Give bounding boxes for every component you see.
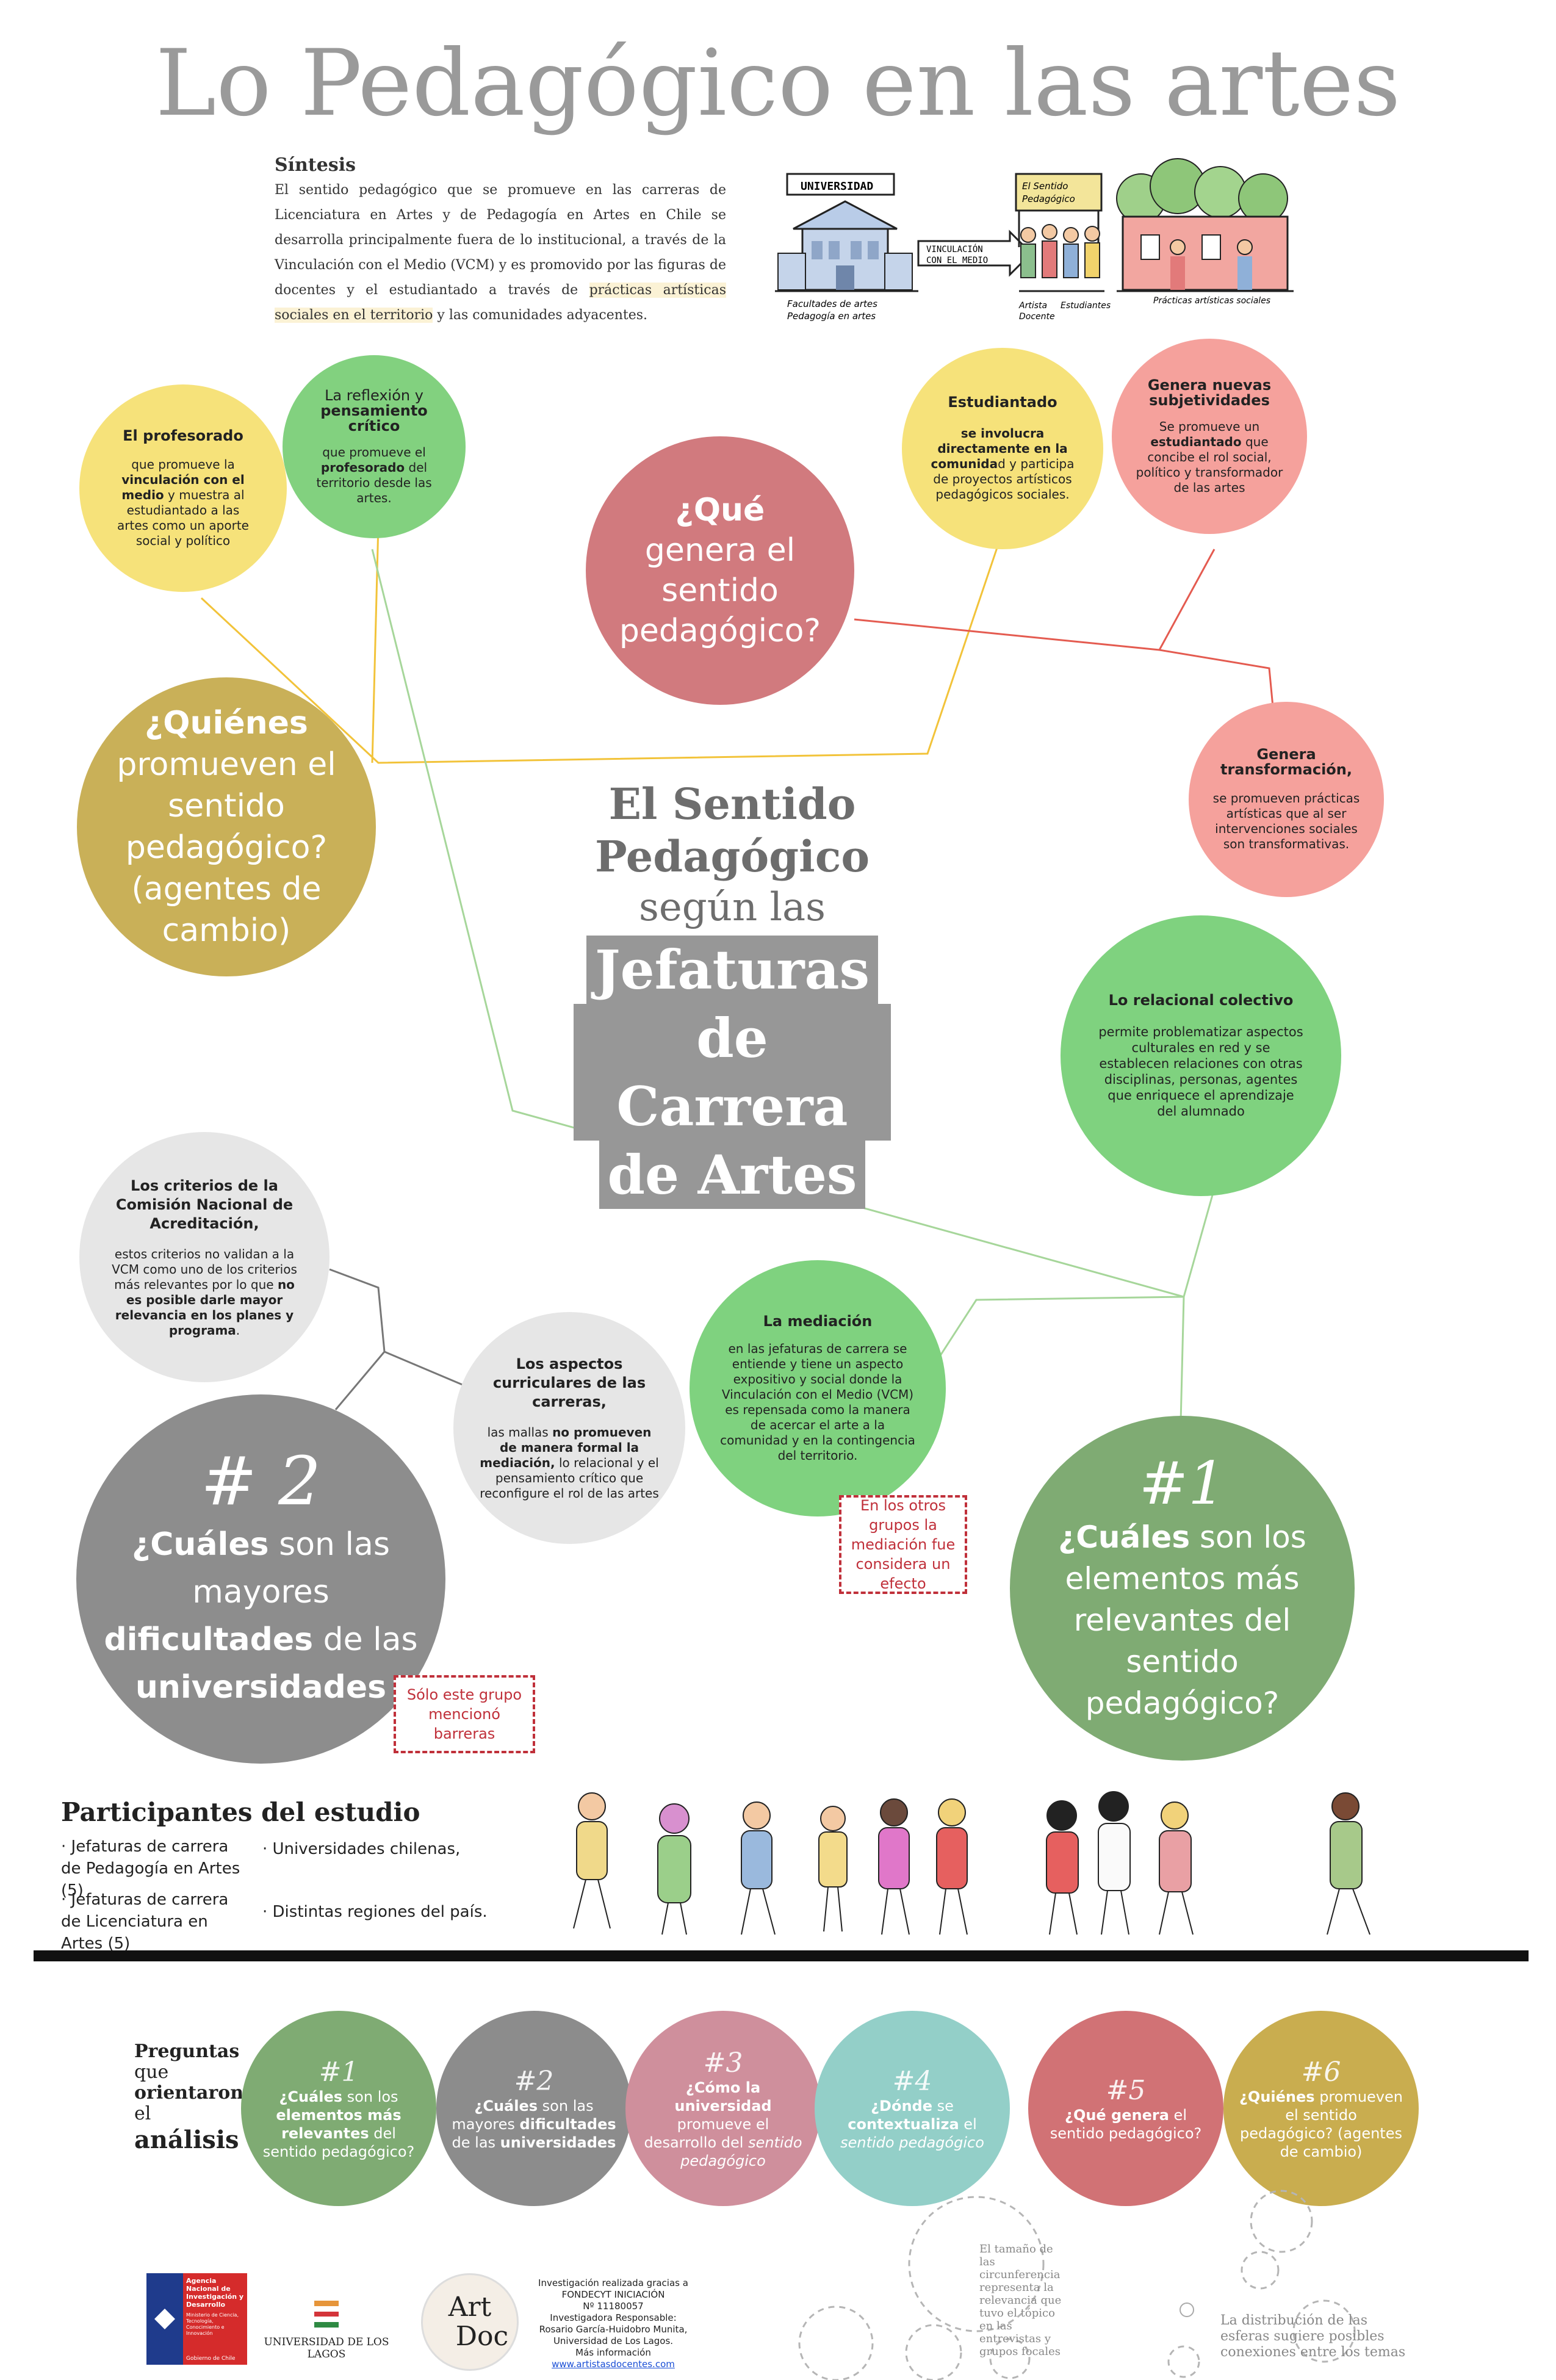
center-line-4: Jefaturas [586,936,879,1004]
circle-curriculares: Los aspectos curriculares de las carrera… [453,1312,685,1544]
people-group-icon [1019,224,1104,292]
person-icon [936,1798,968,1935]
page-title: Lo Pedagógico en las artes [155,31,1401,137]
pregunta-4: #4 ¿Dónde se contextualiza el sentido pe… [815,2011,1010,2206]
participantes-item-1: · Jefaturas de carrera de Pedagogía en A… [61,1837,240,1900]
estudiantes-label: Estudiantes [1061,301,1111,311]
center-line-1: El Sentido [608,779,856,829]
pregunta-2: #2 ¿Cuáles son las mayores dificultades … [436,2011,632,2206]
elementos-text: ¿Cuáles son los elementos más relevantes… [1058,1519,1306,1721]
circle-relacional: Lo relacional colectivo permite problema… [1061,915,1341,1196]
credits-block: Investigación realizada gracias a FONDEC… [537,2277,690,2370]
person-icon [878,1798,910,1935]
ground-line [34,1950,1529,1961]
sentido-sign-1: El Sentido [1022,181,1068,192]
center-line-2: Pedagógico [594,831,870,882]
relacional-title: Lo relacional colectivo [1108,992,1294,1009]
center-line-6: de Artes [599,1141,866,1209]
reflexion-text: que promueve el profesorado del territor… [316,444,432,505]
legend-marker-icon [1180,2302,1194,2317]
circle-que-genera: ¿Qué genera el sentido pedagógico? [586,436,854,705]
circle-transformacion: Genera transformación, se promueven prác… [1189,702,1384,897]
person-icon [1159,1801,1194,1935]
pregunta-5: #5 ¿Qué genera el sentido pedagógico? [1028,2011,1223,2206]
artista-docente-label-2: Docente [1019,312,1055,322]
participantes-item-3: · Universidades chilenas, [262,1840,461,1858]
person-icon [1046,1800,1079,1935]
legend-distribution-text: La distribución de las esferas sugiere p… [1220,2313,1406,2360]
center-line-5: de Carrera [574,1004,891,1141]
person-icon [1327,1792,1371,1935]
estudiantado-text: se involucra directamente en la comunida… [931,426,1075,502]
person-icon [1098,1791,1131,1935]
curriculares-title: Los aspectos curriculares de las carrera… [492,1355,646,1410]
person-icon [573,1792,611,1929]
note-mediacion: En los otros grupos la mediación fue con… [839,1495,967,1594]
subjetividades-text: Se promueve un estudiantado que concibe … [1136,419,1283,495]
walking-people-illustration [573,1791,1371,1935]
circle-estudiantado: Estudiantado se involucra directamente e… [902,348,1103,549]
pregunta-6: #6 ¿Quiénes promueven el sentido pedagóg… [1223,2011,1419,2206]
university-building-icon [775,173,918,292]
sintesis-block: Síntesis El sentido pedagógico que se pr… [275,153,726,328]
subjetividades-title: Genera nuevas subjetividades [1147,376,1272,409]
circle-profesorado: El profesorado que promueve la vinculaci… [79,384,287,592]
relacional-text: permite problematizar aspectos culturale… [1098,1025,1303,1119]
note-barreras: Sólo este grupo mencionó barreras [394,1675,535,1753]
profesorado-title: El profesorado [123,427,243,444]
person-icon [818,1806,848,1932]
universidad-sign: UNIVERSIDAD [801,180,873,193]
center-heading: El Sentido Pedagógico según las Jefatura… [574,778,891,1209]
sintesis-text-end: y las comunidades adyacentes. [433,308,648,323]
mediacion-title: La mediación [763,1312,873,1330]
anid-logo: Agencia Nacional de Investigación y Desa… [146,2273,247,2365]
mediacion-text: en las jefaturas de carrera se entiende … [720,1341,915,1463]
vcm-arrow-label-1: VINCULACIÓN [926,243,983,254]
legend-size-text: El tamaño de las circunferencia represen… [979,2243,1062,2358]
sintesis-heading: Síntesis [275,154,356,176]
person-icon [741,1801,776,1935]
circle-quienes: ¿Quiénes promueven el sentido pedagógico… [77,677,376,976]
elementos-number: #1 [1139,1449,1226,1518]
participantes-item-2: · Jefaturas de carrera de Licenciatura e… [61,1891,229,1953]
artista-docente-label: Artista [1018,301,1047,311]
circle-dificultades: # 2 ¿Cuáles son las mayores dificultades… [76,1394,445,1764]
que-genera-text: ¿Qué genera el sentido pedagógico? [619,492,821,649]
circle-criterios: Los criterios de la Comisión Nacional de… [79,1132,330,1382]
transformacion-text: se promueven prácticas artísticas que al… [1212,791,1360,851]
curriculares-text: las mallas no promueven de manera formal… [480,1425,659,1501]
preguntas-label: Preguntas que orientaron el análisis [134,2041,244,2155]
circle-mediacion: La mediación en las jefaturas de carrera… [690,1260,946,1516]
pregunta-3: #3 ¿Cómo la universidad promueve el desa… [625,2011,821,2206]
quienes-text: ¿Quiénes promueven el sentido pedagógico… [117,705,336,949]
person-icon [657,1803,691,1935]
credits-link[interactable]: www.artistasdocentes.com [552,2359,675,2370]
criterios-text: estos criterios no validan a la VCM como… [112,1246,297,1338]
dificultades-text: ¿Cuáles son las mayores dificultades de … [104,1526,418,1706]
profesorado-text: que promueve la vinculación con el medio… [117,456,249,548]
transformacion-title: Genera transformación, [1220,746,1352,778]
circle-subjetividades: Genera nuevas subjetividades Se promueve… [1112,339,1307,534]
center-line-3: según las [639,885,826,930]
sintesis-text: El sentido pedagógico que se promueve en… [275,182,726,298]
pedagogia-label: Pedagogía en artes [787,311,876,322]
sentido-sign-2: Pedagógico [1022,193,1075,204]
pregunta-1: #1 ¿Cuáles son los elementos más relevan… [241,2011,436,2206]
community-scene-icon [1116,158,1294,292]
circle-elementos: #1 ¿Cuáles son los elementos más relevan… [1010,1416,1355,1761]
legend-dashed-circles [798,2190,1356,2380]
participantes-heading: Participantes del estudio [61,1797,420,1827]
facultades-label: Facultades de artes [787,298,877,309]
dificultades-number: # 2 [200,1441,322,1520]
estudiantado-title: Estudiantado [948,394,1057,411]
criterios-title: Los criterios de la Comisión Nacional de… [115,1177,294,1232]
practicas-label: Prácticas artísticas sociales [1153,296,1270,306]
participantes-item-4: · Distintas regiones del país. [262,1903,488,1921]
ulagos-logo: UNIVERSIDAD DE LOS LAGOS [262,2301,391,2360]
vcm-arrow-label-2: CON EL MEDIO [926,256,988,265]
sintesis-illustration: UNIVERSIDAD Facultades de artes Pedagogí… [775,158,1294,322]
